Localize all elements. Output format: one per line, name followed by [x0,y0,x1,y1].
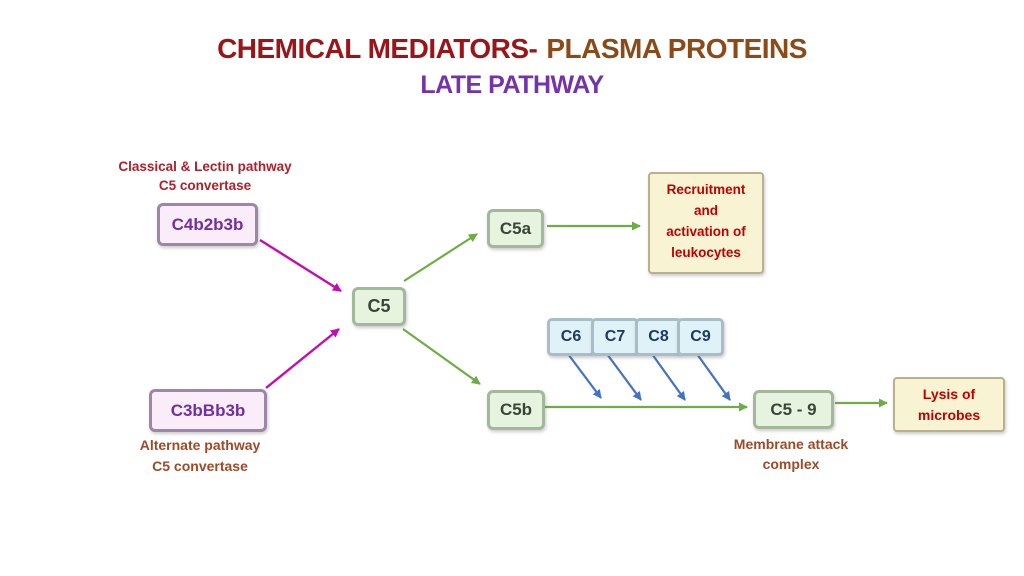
node-c4b2b3b: C4b2b3b [157,203,258,246]
node-c3bBb3b-label: C3bBb3b [170,400,246,420]
membrane-attack-complex-label: Membrane attack complex [706,434,876,474]
node-c5a-label: C5a [499,218,532,238]
arrow-c5-to-c5b [402,328,481,385]
arrow-c4b2b3b-to-c5 [259,238,342,293]
lysis-outcome-box: Lysis of microbes [893,377,1005,432]
node-c6-label: C6 [560,328,582,345]
lysis-line2: microbes [917,406,981,423]
alternate-pathway-label-line1: Alternate pathway [139,437,261,453]
recruitment-line: leukocytes [671,245,741,260]
node-c5b: C5b [487,390,545,430]
slide-title-primary: CHEMICAL MEDIATORS- [217,32,538,64]
membrane-attack-label-line2: complex [762,456,820,472]
arrow-c3bBb3b-to-c5 [265,328,340,389]
membrane-attack-label-line1: Membrane attack [733,436,849,452]
node-c5b-label: C5b [499,400,533,419]
node-c5-label: C5 [367,296,391,316]
node-c5a: C5a [487,209,544,248]
arrow-c7-join [606,353,642,401]
node-c5-9-label: C5 - 9 [770,399,817,419]
alternate-pathway-label-line2: C5 convertase [152,458,248,474]
arrow-c9-join [696,353,731,401]
slide-title-secondary: PLASMA PROTEINS [546,32,807,64]
node-c6: C6 [547,318,595,356]
node-c7-label: C7 [604,328,626,345]
classical-pathway-label-line2: C5 convertase [158,178,252,193]
alternate-pathway-label: Alternate pathway C5 convertase [105,435,295,477]
slide-subtitle: LATE PATHWAY [420,71,604,99]
node-c4b2b3b-label: C4b2b3b [171,214,244,234]
arrow-c5-to-c5a [403,233,478,282]
node-c3bBb3b: C3bBb3b [149,389,267,432]
node-c9: C9 [677,318,724,356]
node-c5-9: C5 - 9 [753,390,834,429]
classical-pathway-label-line1: Classical & Lectin pathway [118,159,292,174]
slide-title: CHEMICAL MEDIATORS-PLASMA PROTEINS [0,33,1024,65]
node-c5: C5 [352,287,406,326]
recruitment-outcome-box: Recruitment and activation of leukocytes [648,172,764,274]
classical-pathway-label: Classical & Lectin pathway C5 convertase [95,157,315,195]
recruitment-line: Recruitment [666,182,746,197]
arrow-c8-join [651,353,686,401]
recruitment-line: and [693,203,718,218]
lysis-line1: Lysis of [922,385,976,402]
node-c7: C7 [591,318,639,356]
arrow-c6-join [567,353,602,399]
node-c8-label: C8 [648,328,669,345]
node-c8: C8 [635,318,682,356]
recruitment-line: activation of [666,224,746,239]
node-c9-label: C9 [690,328,711,345]
